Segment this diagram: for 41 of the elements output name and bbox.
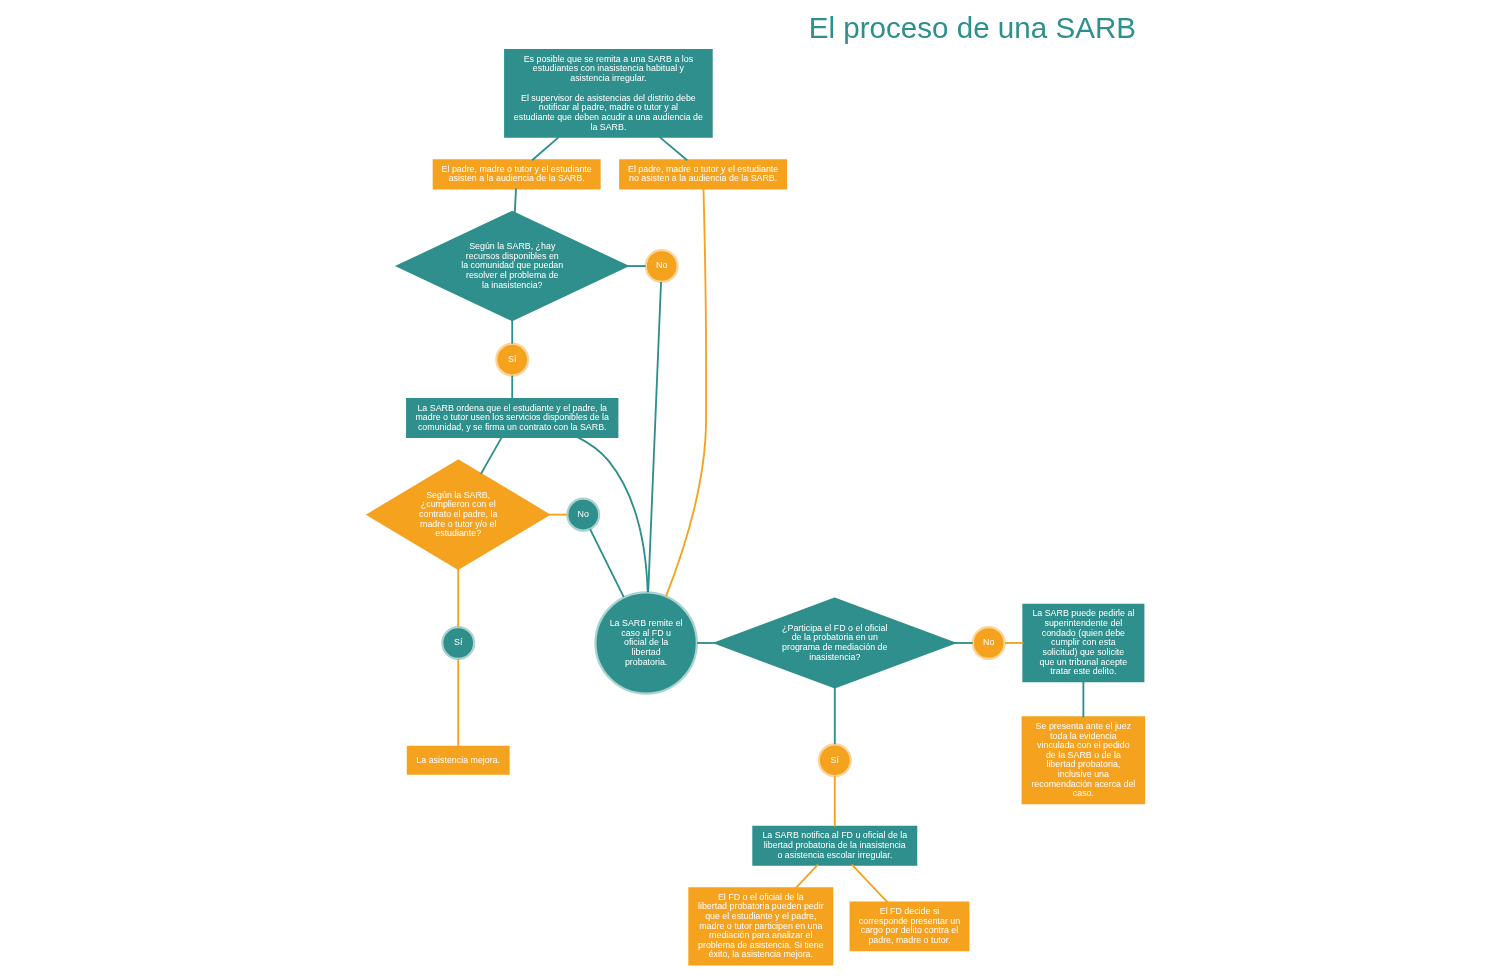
connector — [794, 863, 819, 890]
connector — [1003, 642, 1024, 644]
node-diamond: Según la SARB, ¿hay recursos disponibles en la comunidad que puedan resolver el problema de la inasistencia? — [394, 210, 629, 322]
connector — [695, 642, 716, 644]
connector — [588, 528, 625, 599]
node-box: Es posible que se remita a una SARB a los estudiantes con inasistencia habitual y asistencia irregular. El supervisor de asistencias del distrito debe notificar al padre, madre o tutor y al estudiante que deben acudir a una audiencia de la SARB. — [503, 48, 713, 138]
node-circle: Sí — [440, 626, 475, 660]
node-box: La SARB puede pedirle al superintendente del condado (quien debe cumplir con esta solicitud) que solicite que un tribunal acepte tratar este delito. — [1021, 603, 1144, 683]
connector — [576, 436, 649, 594]
node-box: El padre, madre o tutor y el estudiante asisten a la audiencia de la SARB. — [432, 159, 601, 190]
connector — [510, 319, 513, 345]
node-circle: No — [971, 626, 1006, 660]
connector — [547, 513, 568, 516]
node-box: Se presenta ante el juez toda la evidencia vinculada con el pedido de la SARB o de la libertad probatoria, inclusive una recomendación acerca del caso. — [1021, 716, 1145, 805]
connector — [530, 135, 560, 162]
connector — [657, 135, 688, 162]
node-circle: No — [644, 249, 679, 284]
connector — [625, 265, 647, 267]
node-box: La asistencia mejora. — [406, 745, 510, 775]
connector — [456, 567, 459, 628]
connector — [833, 775, 836, 828]
node-circle: La SARB remite el caso al FD u oficial de la libertad probatoria. — [593, 591, 698, 695]
node-box: El FD o el oficial de la libertad probatoria pueden pedir que el estudiante y el padre, madre o tutor participen en una mediación para analizar el problema de asistencia. Si tiene éxito, la asistencia mejora. — [687, 887, 833, 966]
node-circle: Sí — [494, 342, 529, 377]
node-box: La SARB ordena que el estudiante y el padre, la madre o tutor usen los servicios disponibles de la comunidad, y se firma un contrato con la SARB. — [405, 398, 618, 439]
node-circle: No — [565, 497, 600, 532]
connector — [456, 658, 459, 748]
connector — [479, 436, 503, 475]
connector — [513, 187, 517, 215]
connector — [833, 686, 836, 746]
node-box: La SARB notifica al FD u oficial de la libertad probatoria de la inasistencia o asistencia escolar irregular. — [751, 825, 917, 866]
connector — [664, 187, 707, 598]
connector — [1081, 680, 1084, 719]
connector — [850, 863, 889, 904]
node-box: El padre, madre o tutor y el estudiante no asisten a la audiencia de la SARB. — [618, 159, 787, 190]
connector — [510, 374, 513, 401]
node-diamond: Según la SARB, ¿cumplieron con el contrato el padre, la madre o tutor y/o el estudiante? — [365, 459, 551, 570]
node-circle: Sí — [817, 743, 852, 778]
connector — [952, 642, 974, 644]
diagram-title: El proceso de una SARB — [808, 11, 1136, 45]
node-box: El FD decide si corresponde presentar un cargo por delito contra el padre, madre o tutor. — [849, 901, 969, 952]
